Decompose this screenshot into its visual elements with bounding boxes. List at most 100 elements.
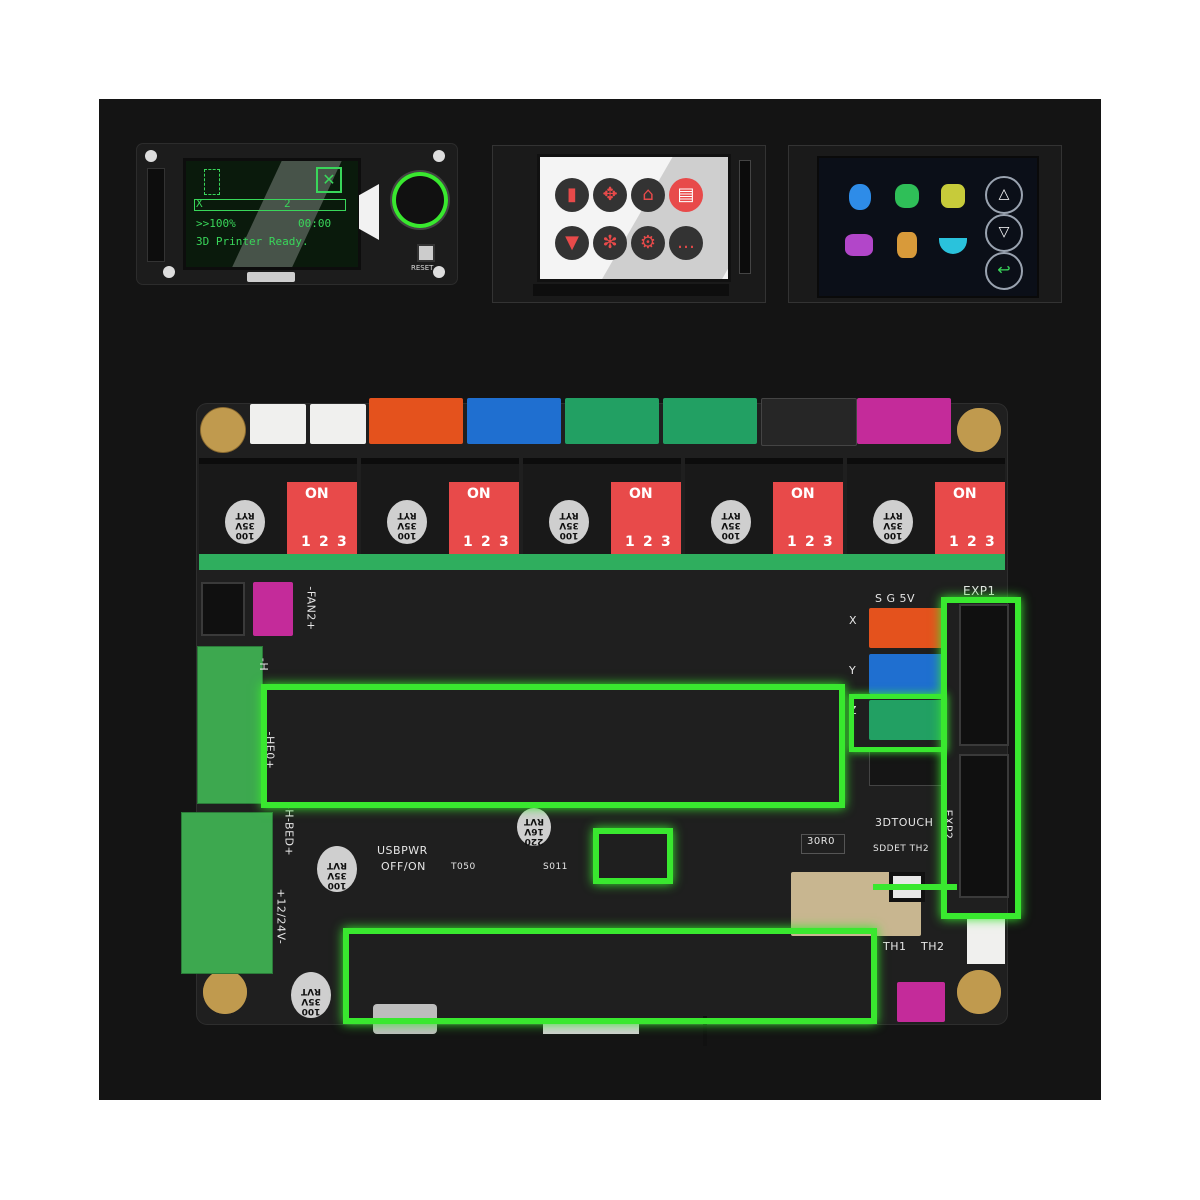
exp2-header xyxy=(959,754,1009,898)
printer-status-icon xyxy=(204,169,220,195)
back-arrow-icon[interactable]: ↩ xyxy=(985,252,1023,290)
driver-capacitor xyxy=(873,500,913,544)
reset-button[interactable] xyxy=(417,244,435,262)
cap-text-line: 100 xyxy=(301,1006,321,1016)
sg5v-label: S G 5V xyxy=(875,592,916,605)
cap-text-line: RVT xyxy=(523,816,545,826)
cap-text-line: 35V xyxy=(327,870,347,880)
power-in-label: +12/24V- xyxy=(274,888,288,945)
resistor xyxy=(801,834,845,854)
dip-number: 1 xyxy=(625,534,635,550)
sd-card-slot xyxy=(247,272,295,282)
dip-number: 2 xyxy=(967,534,977,550)
down-arrow-icon[interactable]: ▽ xyxy=(985,214,1023,252)
lcd-display-module: ✕ X 2 >>100% 00:00 3D Printer Ready. RES… xyxy=(137,144,457,284)
cap-text-line: 35V xyxy=(397,520,417,530)
cap-text-line: 35V xyxy=(235,520,255,530)
h-label: -H xyxy=(257,657,271,672)
model-orange-icon[interactable] xyxy=(897,232,917,258)
more-icon[interactable]: … xyxy=(669,226,703,260)
usbpwr-label: USBPWR xyxy=(377,844,428,857)
z-connector-highlight xyxy=(849,694,947,752)
cap-text-line: RVT xyxy=(300,986,322,996)
dip-number: 3 xyxy=(661,534,671,550)
move-axis-icon[interactable]: ✥ xyxy=(593,178,627,212)
stepper-driver-5: 100 35V RYT ON 1 2 3 xyxy=(847,458,1005,560)
dip-number: 2 xyxy=(319,534,329,550)
endstop-z-connector xyxy=(869,700,943,740)
dip-switch[interactable] xyxy=(449,482,519,554)
cap-text-line: RYT xyxy=(883,510,903,520)
status-bar xyxy=(194,199,346,211)
printer-icon[interactable]: ▤ xyxy=(669,178,703,212)
touchscreen-module-2: △ ▽ ↩ xyxy=(789,146,1061,302)
lcd-line-time: 00:00 xyxy=(298,217,332,230)
dip-number: 3 xyxy=(499,534,509,550)
connector-blue xyxy=(467,398,561,444)
power-terminal-block xyxy=(181,812,273,974)
fan-connector-black xyxy=(201,582,245,636)
connector-black xyxy=(761,398,857,446)
cap-text-line: 35V xyxy=(883,520,903,530)
three-d-touch-label: 3DTOUCH xyxy=(875,816,934,829)
up-arrow-icon[interactable]: △ xyxy=(985,176,1023,214)
rotary-encoder-knob[interactable] xyxy=(392,172,448,228)
connector-line xyxy=(873,884,957,890)
mounting-hole-brass xyxy=(203,970,247,1014)
connector-white-1 xyxy=(250,404,306,444)
sddet-label: SDDET TH2 xyxy=(873,844,930,854)
settings-icon[interactable]: ⚙ xyxy=(631,226,665,260)
dip-on-label: ON xyxy=(467,486,491,502)
cap-text-line: 100 xyxy=(559,530,579,540)
cap-text-line: RYT xyxy=(559,510,579,520)
cap-text-line: 100 xyxy=(883,530,903,540)
driver-pin-header xyxy=(199,554,1005,570)
stepper-driver-2: 100 35V RYT ON 1 2 3 xyxy=(361,458,519,560)
fan2-connector xyxy=(253,582,293,636)
cap-text-line: RVT xyxy=(326,860,348,870)
exp-headers-highlight xyxy=(941,597,1021,919)
usb-sd-highlight xyxy=(343,928,877,1024)
ribbon-cable xyxy=(359,184,379,240)
dip-number: 2 xyxy=(481,534,491,550)
probe-connector xyxy=(869,750,945,786)
connector-white-2 xyxy=(310,404,366,444)
home-icon[interactable]: ⌂ xyxy=(631,178,665,212)
dip-switch[interactable] xyxy=(773,482,843,554)
dip-number: 3 xyxy=(337,534,347,550)
driver-capacitor xyxy=(387,500,427,544)
dip-switch[interactable] xyxy=(287,482,357,554)
dip-switch[interactable] xyxy=(935,482,1005,554)
th2-label: TH2 xyxy=(921,940,945,953)
lcd-line-progress: >>100% xyxy=(196,217,236,230)
dip-number: 2 xyxy=(805,534,815,550)
endstop-x-connector xyxy=(869,608,943,648)
cap-text-line: 100 xyxy=(397,530,417,540)
extruder-icon[interactable]: ▼ xyxy=(555,226,589,260)
mounting-hole xyxy=(433,266,445,278)
cap-text-line: 35V xyxy=(721,520,741,530)
dip-number: 1 xyxy=(949,534,959,550)
model-cyan-icon[interactable] xyxy=(939,238,967,254)
endstop-y-connector xyxy=(869,654,943,694)
dip-switch[interactable] xyxy=(611,482,681,554)
axis-x-label: X xyxy=(849,614,858,627)
dip-on-label: ON xyxy=(629,486,653,502)
chip-s011-label: S011 xyxy=(543,862,568,872)
model-yellow-icon[interactable] xyxy=(941,184,965,208)
stepper-driver-3: 100 35V RYT ON 1 2 3 xyxy=(523,458,681,560)
thermistor-connector xyxy=(897,982,945,1022)
stepper-driver-1: 100 35V RYT ON 1 2 3 xyxy=(199,458,357,560)
fan-icon[interactable]: ✻ xyxy=(593,226,627,260)
cap-text-line: RYT xyxy=(235,510,255,520)
model-green-icon[interactable] xyxy=(895,184,919,208)
model-blue-icon[interactable] xyxy=(849,184,871,210)
lcd-screen: ✕ X 2 >>100% 00:00 3D Printer Ready. xyxy=(183,158,361,270)
touchscreen-module-1: ▮ ✥ ⌂ ▤ ▼ ✻ ⚙ … xyxy=(493,146,765,302)
thermometer-icon[interactable]: ▮ xyxy=(555,178,589,212)
model-purple-icon[interactable] xyxy=(845,234,873,256)
mounting-hole-brass xyxy=(957,408,1001,452)
cap-text-line: 35V xyxy=(559,520,579,530)
mounting-hole xyxy=(145,150,157,162)
mainboard: 100 35V RYT ON 1 2 3 100 35V RYT ON 1 2 … xyxy=(181,398,1021,1046)
